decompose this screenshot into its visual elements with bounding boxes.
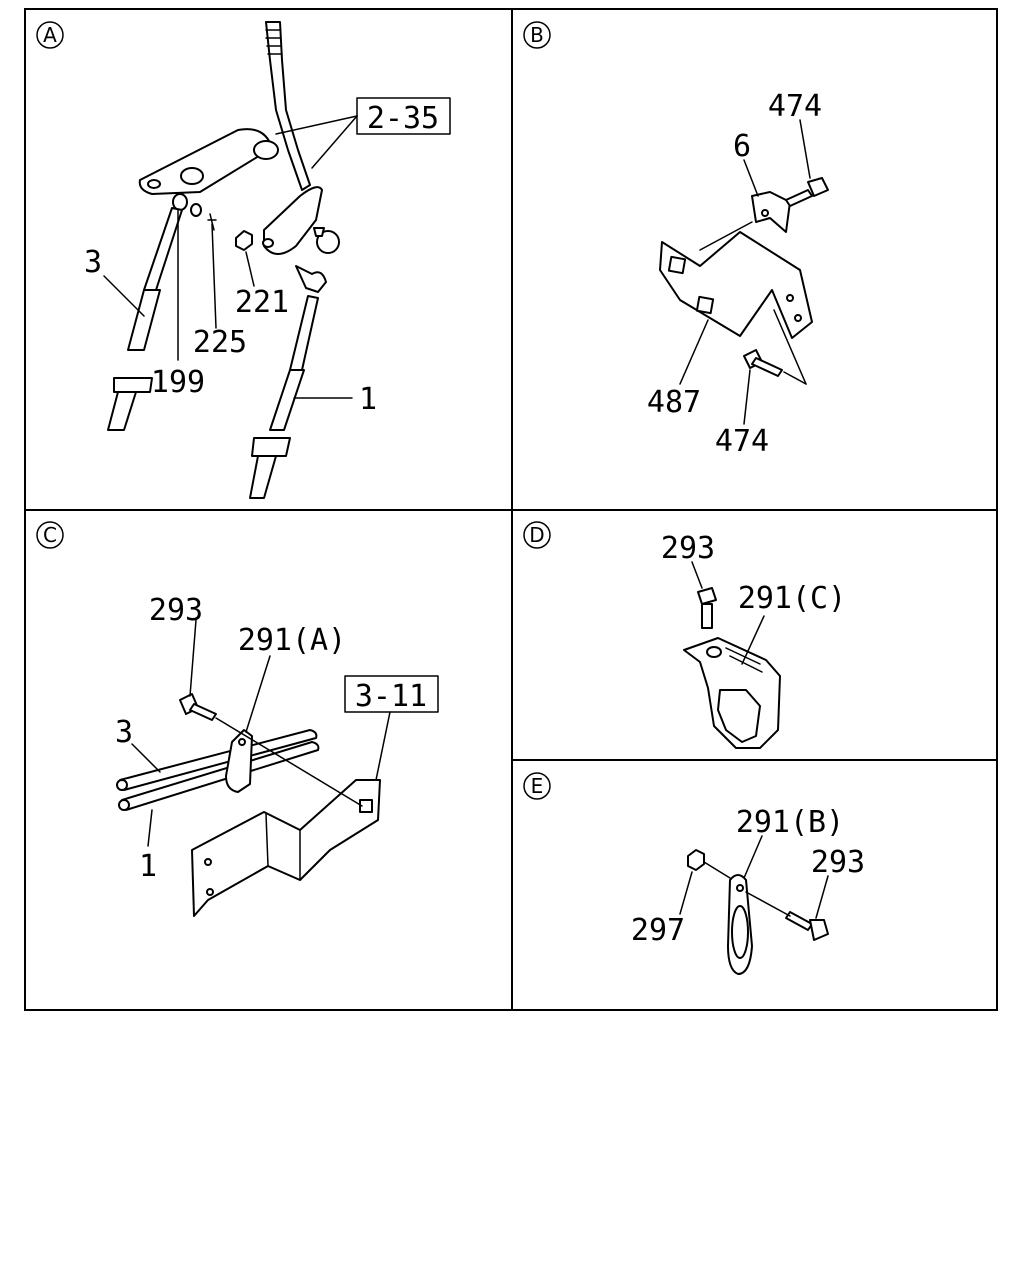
nut-221	[235, 230, 253, 251]
label-a-3: 3	[84, 245, 102, 280]
diagram-grid	[24, 8, 998, 1011]
shift-lever	[138, 21, 340, 255]
ball-joint	[295, 265, 327, 293]
panel-a: A 2-35	[36, 21, 451, 499]
panel-e-marker: E	[523, 772, 551, 800]
ref-box-2-35-text: 2-35	[367, 101, 439, 136]
label-b-474-top: 474	[768, 89, 822, 124]
label-a-221: 221	[235, 285, 289, 320]
clip-291c	[683, 637, 781, 749]
panel-e: E 291(B) 293 297	[523, 772, 865, 975]
label-a-225: 225	[193, 325, 247, 360]
bolt-474-bottom	[743, 349, 783, 377]
label-a-1: 1	[359, 382, 377, 417]
panel-d: D 293 291(C)	[523, 521, 846, 749]
panel-a-marker: A	[36, 21, 64, 49]
label-d-291c: 291(C)	[738, 581, 846, 616]
panel-c-marker: C	[36, 521, 64, 549]
nut-297	[687, 849, 705, 871]
panel-d-letter: D	[529, 523, 544, 547]
cables-c	[116, 729, 320, 811]
label-c-291a: 291(A)	[238, 623, 346, 658]
cable-3	[107, 207, 183, 431]
label-e-291b: 291(B)	[736, 805, 844, 840]
panel-d-marker: D	[523, 521, 551, 549]
cotter-pin-225	[207, 213, 217, 231]
label-c-1: 1	[139, 849, 157, 884]
panel-b: B 474 6 487 474	[523, 21, 829, 459]
clip-6	[751, 191, 791, 233]
label-b-6: 6	[733, 129, 751, 164]
bolt-293-d	[697, 587, 717, 629]
label-c-293: 293	[149, 593, 203, 628]
bracket-3-11	[191, 779, 381, 917]
label-c-3: 3	[115, 715, 133, 750]
panel-e-letter: E	[531, 774, 544, 798]
clip-291a	[225, 729, 253, 793]
washer-225-ring	[190, 203, 202, 217]
clip-291b	[727, 874, 753, 975]
label-a-199: 199	[151, 365, 205, 400]
panel-b-letter: B	[530, 23, 544, 47]
washer-199	[172, 193, 188, 211]
ref-box-3-11-text: 3-11	[355, 679, 427, 714]
panel-c: C 3-11	[36, 521, 439, 917]
bracket-487	[659, 231, 813, 339]
cable-1	[249, 295, 319, 499]
panel-c-letter: C	[43, 523, 57, 547]
label-d-293: 293	[661, 531, 715, 566]
ref-box-2-35: 2-35	[275, 97, 451, 169]
panel-b-marker: B	[523, 21, 551, 49]
label-e-293: 293	[811, 845, 865, 880]
bolt-293-e	[785, 911, 829, 941]
panel-a-letter: A	[43, 23, 57, 47]
ref-box-3-11: 3-11	[344, 675, 439, 781]
label-b-474-bottom: 474	[715, 424, 769, 459]
bolt-293-c	[179, 693, 217, 721]
label-b-487: 487	[647, 385, 701, 420]
bolt-474-top	[785, 177, 829, 207]
label-e-297: 297	[631, 913, 685, 948]
